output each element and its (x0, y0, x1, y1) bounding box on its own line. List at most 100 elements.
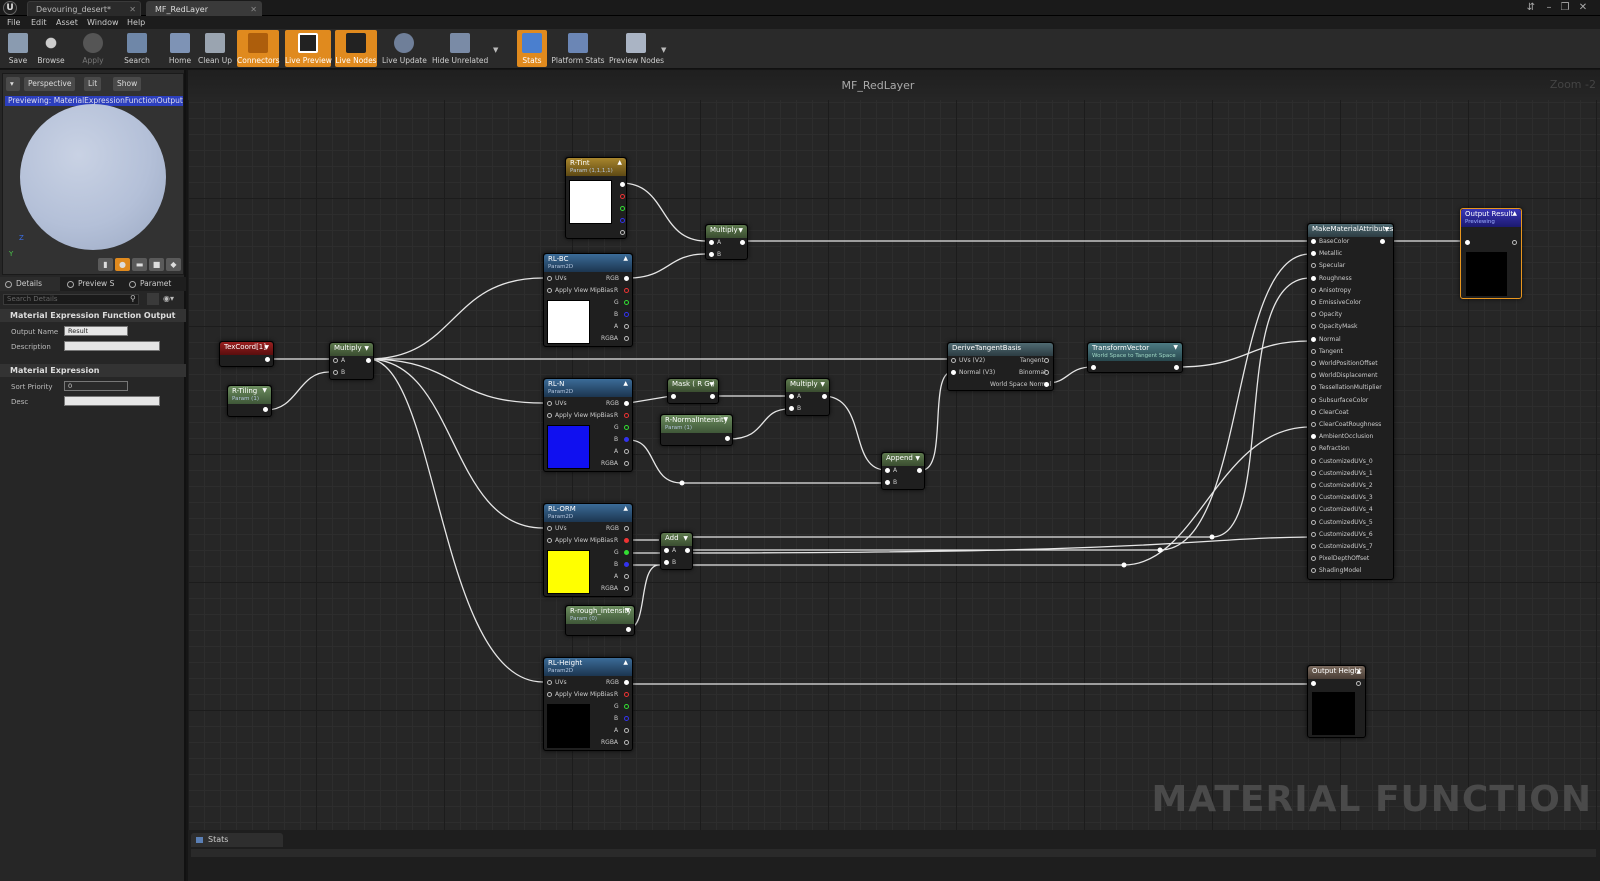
pin-tangent-in[interactable] (1311, 348, 1316, 354)
pin-worlddisplacement-in[interactable] (1311, 373, 1316, 379)
chevron-down-icon[interactable]: ▼ (820, 381, 825, 388)
pin-a-out[interactable] (624, 449, 629, 454)
pin-r-out[interactable] (624, 538, 629, 543)
pin-refraction-in[interactable] (1311, 446, 1316, 452)
pin-a-in[interactable] (664, 548, 669, 553)
pin-out[interactable] (263, 407, 268, 412)
chevron-down-icon[interactable]: ▼ (625, 607, 630, 614)
pin-b-in[interactable] (709, 252, 714, 257)
sphere-icon[interactable]: ● (115, 258, 130, 271)
pin-out[interactable] (1174, 365, 1179, 370)
lit-button[interactable]: Lit (84, 77, 102, 91)
pin-out[interactable] (265, 357, 270, 362)
chevron-down-icon[interactable]: ▼ (915, 455, 920, 462)
pin-rgba-out[interactable] (624, 740, 629, 745)
collapse-icon[interactable]: ▲ (617, 159, 622, 166)
pin-customizeduvs_6-in[interactable] (1311, 531, 1316, 537)
node-append[interactable]: Append▼ A B (881, 452, 925, 490)
pin-b-in[interactable] (885, 480, 890, 485)
pin-attributes-out[interactable] (1380, 239, 1385, 244)
plane-icon[interactable]: ▬ (132, 258, 147, 271)
pin-r-out[interactable] (624, 413, 629, 418)
menu-help[interactable]: Help (127, 18, 146, 27)
pin-emissivecolor-in[interactable] (1311, 300, 1316, 305)
node-add[interactable]: Add▼ A B (660, 532, 693, 570)
save-button[interactable]: Save (1, 30, 35, 67)
live-preview-button[interactable]: Live Preview (285, 30, 332, 67)
pin-b-out[interactable] (624, 562, 629, 567)
pin-a-out[interactable] (624, 728, 629, 733)
pin-roughness-in[interactable] (1311, 275, 1316, 281)
pin-uvs-in[interactable] (547, 680, 552, 685)
pin-a-out[interactable] (624, 574, 629, 579)
stats-button[interactable]: Stats (517, 30, 547, 67)
pin-result-in[interactable] (1465, 240, 1470, 245)
tab-stats[interactable]: Stats (191, 833, 283, 847)
home-button[interactable]: Home (163, 30, 197, 67)
grid-view-icon[interactable] (147, 293, 159, 305)
section-function-output[interactable]: Material Expression Function Output (0, 309, 186, 322)
pin-metallic-in[interactable] (1311, 251, 1316, 257)
pin-uvs-in[interactable] (547, 526, 552, 531)
preview-viewport[interactable]: ▾ Perspective Lit Show Previewing: Mater… (2, 73, 184, 275)
pin-out[interactable] (710, 394, 715, 399)
collapse-icon[interactable]: ▲ (1512, 210, 1517, 217)
pin-mipbias-in[interactable] (547, 692, 552, 697)
pin-opacity-in[interactable] (1311, 312, 1316, 318)
pin-opacitymask-in[interactable] (1311, 324, 1316, 330)
teapot-icon[interactable]: ◆ (166, 258, 181, 271)
pin-binormal-out[interactable] (1044, 370, 1049, 375)
pin-mipbias-in[interactable] (547, 413, 552, 418)
node-multiply[interactable]: Multiply▼ A B (329, 342, 374, 380)
pin-tangent-out[interactable] (1044, 358, 1049, 363)
chevron-down-icon[interactable]: ▼ (723, 416, 728, 423)
collapse-icon[interactable]: ▲ (623, 255, 628, 262)
pin-g-out[interactable] (624, 300, 629, 305)
pin-passthrough-out[interactable] (1356, 681, 1361, 686)
pin-uvs-in[interactable] (547, 401, 552, 406)
desc-field[interactable] (64, 396, 160, 406)
pin-rgba-out[interactable] (624, 586, 629, 591)
pin-out[interactable] (740, 240, 745, 245)
close-icon[interactable]: ✕ (129, 5, 136, 14)
pin-a-in[interactable] (333, 358, 338, 363)
pin-g-out[interactable] (624, 704, 629, 709)
pin-tessellationmultiplier-in[interactable] (1311, 385, 1316, 391)
pin-clearcoat-in[interactable] (1311, 409, 1316, 415)
maximize-icon[interactable]: ❐ (1560, 2, 1570, 13)
connectors-button[interactable]: Connectors (237, 30, 280, 67)
pin-world-normal-out[interactable] (1044, 382, 1049, 387)
pin-b-out[interactable] (624, 437, 629, 442)
chevron-down-icon[interactable]: ▼ (1173, 344, 1178, 351)
pin-a-in[interactable] (789, 394, 794, 399)
viewport-menu-icon[interactable]: ▾ (6, 77, 20, 91)
pin-out[interactable] (917, 468, 922, 473)
pin-normal-in[interactable] (1311, 336, 1316, 342)
pin-passthrough-out[interactable] (1512, 240, 1517, 245)
pin-mipbias-in[interactable] (547, 538, 552, 543)
pin-normal-in[interactable] (951, 370, 956, 375)
pin-customizeduvs_0-in[interactable] (1311, 458, 1316, 464)
pin-customizeduvs_1-in[interactable] (1311, 470, 1316, 476)
pin-uvs-in[interactable] (547, 276, 552, 281)
pin-out[interactable] (822, 394, 827, 399)
cylinder-icon[interactable]: ▮ (98, 258, 113, 271)
chevron-down-icon[interactable]: ▼ (1384, 226, 1389, 233)
menu-window[interactable]: Window (87, 18, 119, 27)
close-window-icon[interactable]: ✕ (1578, 2, 1588, 13)
chevron-down-icon[interactable]: ▼ (661, 46, 667, 54)
pin-clearcoatroughness-in[interactable] (1311, 422, 1316, 427)
pin-r-out[interactable] (624, 288, 629, 293)
node-multiply[interactable]: Multiply▼ A B (785, 378, 830, 416)
menu-edit[interactable]: Edit (31, 18, 47, 27)
collapse-icon[interactable]: ▲ (623, 380, 628, 387)
pin-b-in[interactable] (664, 560, 669, 565)
clean-up-button[interactable]: Clean Up (196, 30, 234, 67)
tab-parameters[interactable]: Paramet (124, 277, 186, 291)
